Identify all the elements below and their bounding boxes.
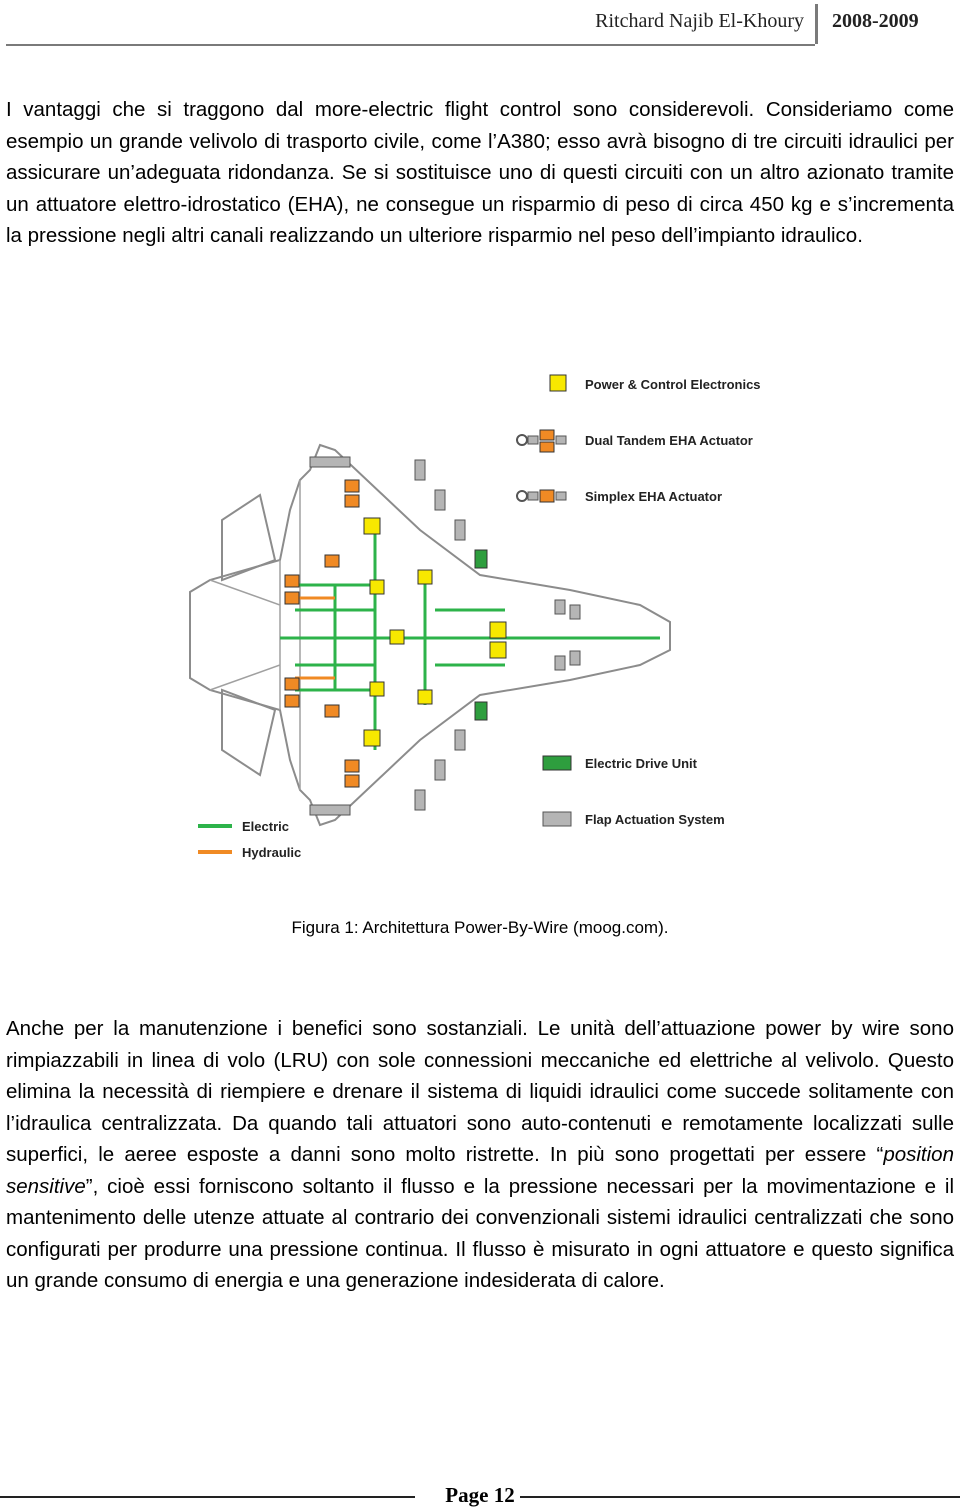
paragraph-2-text-a: Anche per la manutenzione i benefici son… — [6, 1017, 954, 1166]
paragraph-1: I vantaggi che si traggono dal more-elec… — [6, 98, 954, 247]
power-by-wire-figure: Power & Control Electronics Dual Tandem … — [189, 374, 761, 860]
power-control-units — [363, 517, 507, 747]
legend-edu-swatch — [542, 755, 572, 771]
legend-edu-label: Electric Drive Unit — [585, 756, 698, 771]
legend-power-label: Power & Control Electronics — [585, 377, 761, 392]
footer-rule-right — [520, 1496, 960, 1498]
tail-fin-bottom — [221, 688, 277, 777]
paragraph-2: Anche per la manutenzione i benefici son… — [6, 1013, 954, 1297]
page-header: Ritchard Najib El-Khoury 2008-2009 — [0, 0, 960, 48]
legend-dual-tandem-swatch — [516, 429, 567, 453]
legend-power-swatch — [549, 374, 567, 392]
header-separator — [815, 4, 818, 44]
figure-caption: Figura 1: Architettura Power-By-Wire (mo… — [291, 918, 669, 937]
electric-network — [280, 525, 660, 750]
paragraph-2-italic: position sensitive — [6, 1143, 954, 1198]
legend-simplex-swatch — [516, 489, 567, 503]
electric-drive-units — [474, 549, 488, 721]
header-author: Ritchard Najib El-Khoury — [595, 10, 804, 32]
legend-flap-swatch — [542, 811, 572, 827]
legend-simplex-label: Simplex EHA Actuator — [585, 489, 722, 504]
footer-rule-left — [0, 1496, 415, 1498]
eha-actuators — [284, 479, 360, 788]
header-year: 2008-2009 — [832, 10, 919, 32]
legend-dual-tandem-label: Dual Tandem EHA Actuator — [585, 433, 753, 448]
aircraft-inner-line — [209, 480, 301, 790]
legend-electric-label: Electric — [242, 819, 289, 834]
paragraph-2-text-b: ”, cioè essi forniscono soltanto il flus… — [6, 1174, 954, 1293]
legend-flap-label: Flap Actuation System — [585, 812, 725, 827]
hydraulic-network — [295, 596, 335, 680]
legend-hydraulic-label: Hydraulic — [242, 845, 301, 860]
page-number: Page 12 — [445, 1483, 515, 1507]
flap-actuators — [309, 456, 581, 816]
header-rule — [6, 44, 815, 46]
tail-fin-top — [221, 493, 277, 582]
